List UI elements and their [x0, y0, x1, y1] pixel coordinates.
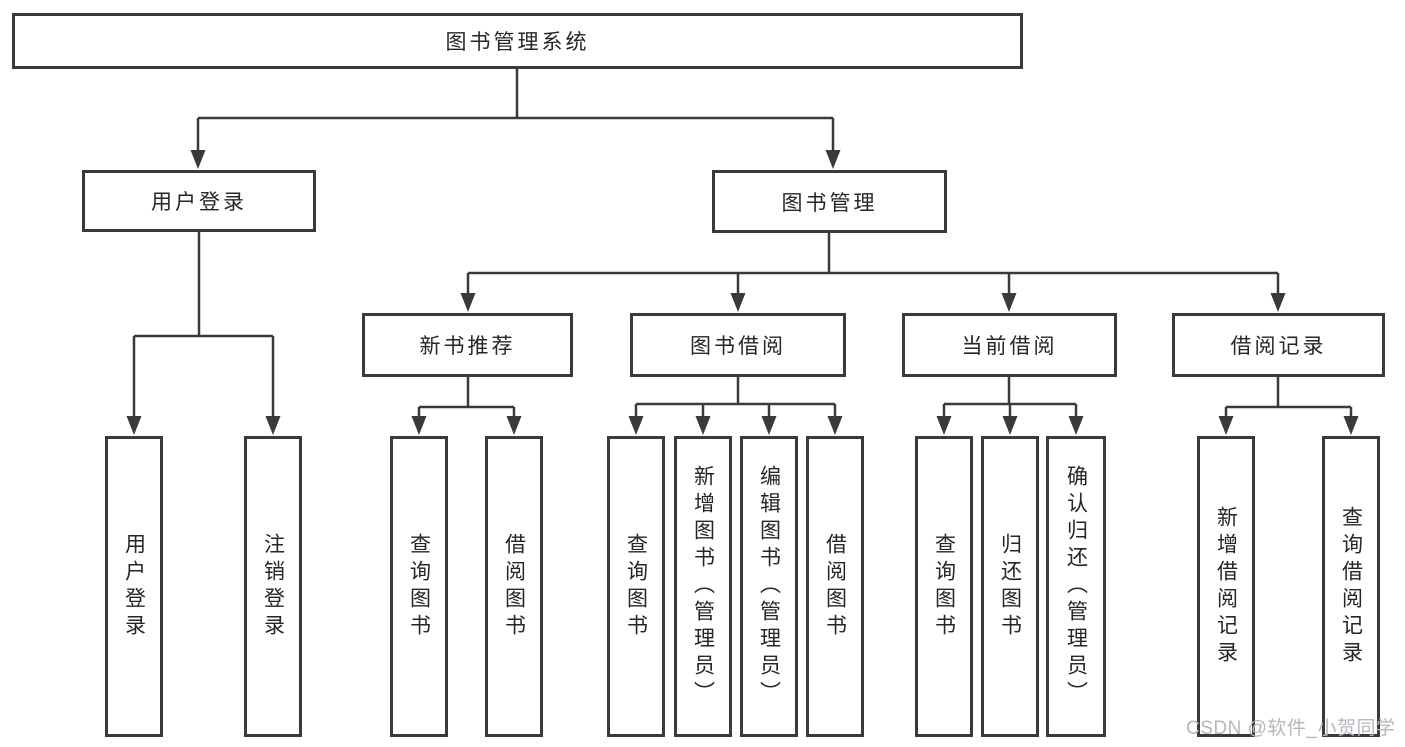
leaf-label: 用户登录: [122, 532, 146, 641]
node-current-borrowing: 当前借阅: [902, 313, 1117, 377]
node-borrowing-records: 借阅记录: [1172, 313, 1385, 377]
leaf-label: 查询图书: [407, 532, 431, 641]
node-user-login: 用户登录: [82, 170, 316, 232]
node-book-management: 图书管理: [712, 170, 947, 233]
node-query-books-current: 查询图书: [915, 436, 973, 737]
node-new-book-recommendation: 新书推荐: [362, 313, 573, 377]
node-confirm-return-admin: 确认归还（管理员）: [1046, 436, 1106, 737]
node-user-login-leaf: 用户登录: [105, 436, 163, 737]
leaf-label: 借阅图书: [823, 532, 847, 641]
leaf-label: 归还图书: [998, 532, 1022, 641]
watermark-text: CSDN @软件_小贺同学: [1186, 718, 1396, 739]
leaf-label: 新增借阅记录: [1214, 505, 1238, 668]
node-query-books-recommend: 查询图书: [390, 436, 448, 737]
node-add-book-admin: 新增图书（管理员）: [674, 436, 732, 737]
leaf-label: 新增图书（管理员）: [691, 465, 715, 708]
node-book-borrowing: 图书借阅: [630, 313, 846, 377]
node-query-borrow-record: 查询借阅记录: [1322, 436, 1380, 737]
node-edit-book-admin: 编辑图书（管理员）: [740, 436, 798, 737]
node-logout-leaf: 注销登录: [244, 436, 302, 737]
leaf-label: 查询图书: [624, 532, 648, 641]
leaf-label: 确认归还（管理员）: [1064, 465, 1088, 708]
node-root: 图书管理系统: [12, 13, 1023, 69]
leaf-label: 编辑图书（管理员）: [757, 465, 781, 708]
node-query-books-borrowing: 查询图书: [607, 436, 665, 737]
node-return-books: 归还图书: [981, 436, 1039, 737]
node-borrow-books-recommend: 借阅图书: [485, 436, 543, 737]
node-borrow-books-borrowing: 借阅图书: [806, 436, 864, 737]
leaf-label: 查询图书: [932, 532, 956, 641]
node-add-borrow-record: 新增借阅记录: [1197, 436, 1255, 737]
leaf-label: 借阅图书: [502, 532, 526, 641]
leaf-label: 查询借阅记录: [1339, 505, 1363, 668]
leaf-label: 注销登录: [261, 532, 285, 641]
